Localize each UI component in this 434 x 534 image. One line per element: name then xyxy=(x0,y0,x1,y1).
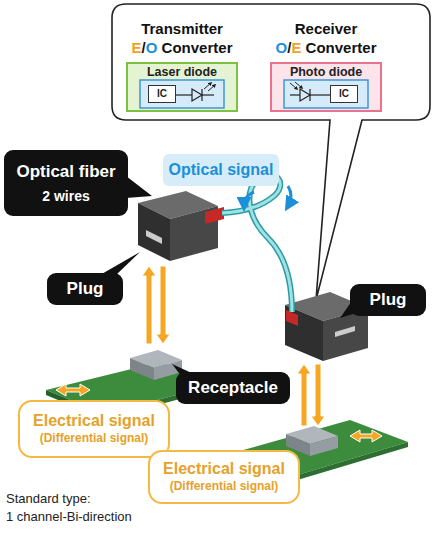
letter xyxy=(301,39,305,56)
plug-body xyxy=(138,203,170,261)
signal-arrow xyxy=(350,430,382,442)
signal-type: (Differential signal) xyxy=(40,432,149,446)
chip-name: IC xyxy=(157,88,167,100)
converter-box: ReceiverO/E ConverterPhoto diodeIC xyxy=(270,62,382,112)
chip-name: IC xyxy=(339,88,349,100)
optical-fiber xyxy=(222,174,292,312)
signal-arrow xyxy=(156,266,170,344)
letter: n xyxy=(326,39,335,56)
letter: r xyxy=(207,39,213,56)
plug-body xyxy=(285,305,323,361)
plug-label: Plug xyxy=(47,273,123,305)
fiber-connector xyxy=(205,207,224,224)
letter: e xyxy=(218,39,226,56)
letter: e xyxy=(199,39,207,56)
letter: o xyxy=(316,39,325,56)
signal-arrow xyxy=(142,266,156,344)
letter: r xyxy=(227,39,233,56)
letter: n xyxy=(182,39,191,56)
letter: o xyxy=(172,39,181,56)
part-name: Plug xyxy=(67,279,104,299)
signal-type: (Differential signal) xyxy=(170,480,279,494)
note-text: 1 channel-Bi-direction xyxy=(6,510,132,525)
receptacle-label: Receptacle xyxy=(176,372,290,404)
signal-box: Electrical signal (Differential signal) xyxy=(18,400,170,458)
optical-fiber xyxy=(222,174,292,312)
signal-name: Optical signal xyxy=(169,161,274,179)
letter: O xyxy=(146,39,158,56)
plug-slot xyxy=(146,230,162,244)
letter: r xyxy=(371,39,377,56)
receptacle-part xyxy=(310,436,338,456)
part-note: 2 wires xyxy=(42,188,89,204)
part-name: Laser diode xyxy=(128,65,236,79)
signal-arrow xyxy=(297,364,311,426)
letter: C xyxy=(306,39,317,56)
block-heading: Receiver xyxy=(250,20,402,37)
letter xyxy=(157,39,161,56)
part-name: Plug xyxy=(370,290,407,310)
letter: / xyxy=(142,39,146,56)
note-text: Standard type: xyxy=(6,492,91,507)
letter: e xyxy=(362,39,370,56)
plug-label: Plug xyxy=(350,284,426,316)
signal-arrow xyxy=(311,364,325,426)
letter: t xyxy=(357,39,362,56)
letter: E xyxy=(132,39,142,56)
letter: E xyxy=(291,39,301,56)
signal-name: Electrical signal xyxy=(33,412,155,430)
letter: O xyxy=(276,39,288,56)
signal-label: Optical signal xyxy=(163,154,279,186)
part-name: Optical fiber xyxy=(16,162,115,182)
block-heading: Transmitter xyxy=(106,20,258,37)
label-pointer xyxy=(100,252,140,275)
signal-arrow xyxy=(244,192,254,206)
signal-arrow xyxy=(288,186,291,206)
letter: v xyxy=(191,39,199,56)
part-name: Receptacle xyxy=(188,378,278,398)
letter: e xyxy=(343,39,351,56)
signal-name: Electrical signal xyxy=(163,460,285,478)
letter: v xyxy=(335,39,343,56)
ic-chip: IC xyxy=(330,85,358,103)
block-heading: E/O Converter xyxy=(106,39,258,56)
signal-arrow xyxy=(56,384,90,396)
block-heading: O/E Converter xyxy=(250,39,402,56)
receptacle-part xyxy=(130,358,154,380)
label-pointer xyxy=(126,176,152,198)
signal-box: Electrical signal (Differential signal) xyxy=(148,450,300,504)
plug-slot xyxy=(335,326,355,337)
fiber-connector xyxy=(286,310,298,326)
callout-bubble xyxy=(112,4,430,300)
letter: / xyxy=(287,39,291,56)
ic-chip: IC xyxy=(148,85,176,103)
letter: C xyxy=(162,39,173,56)
fiber-label: Optical fiber 2 wires xyxy=(4,150,128,216)
letter: r xyxy=(351,39,357,56)
converter-box: TransmitterE/O ConverterLaser diodeIC xyxy=(126,62,238,112)
letter: t xyxy=(213,39,218,56)
part-name: Photo diode xyxy=(272,65,380,79)
